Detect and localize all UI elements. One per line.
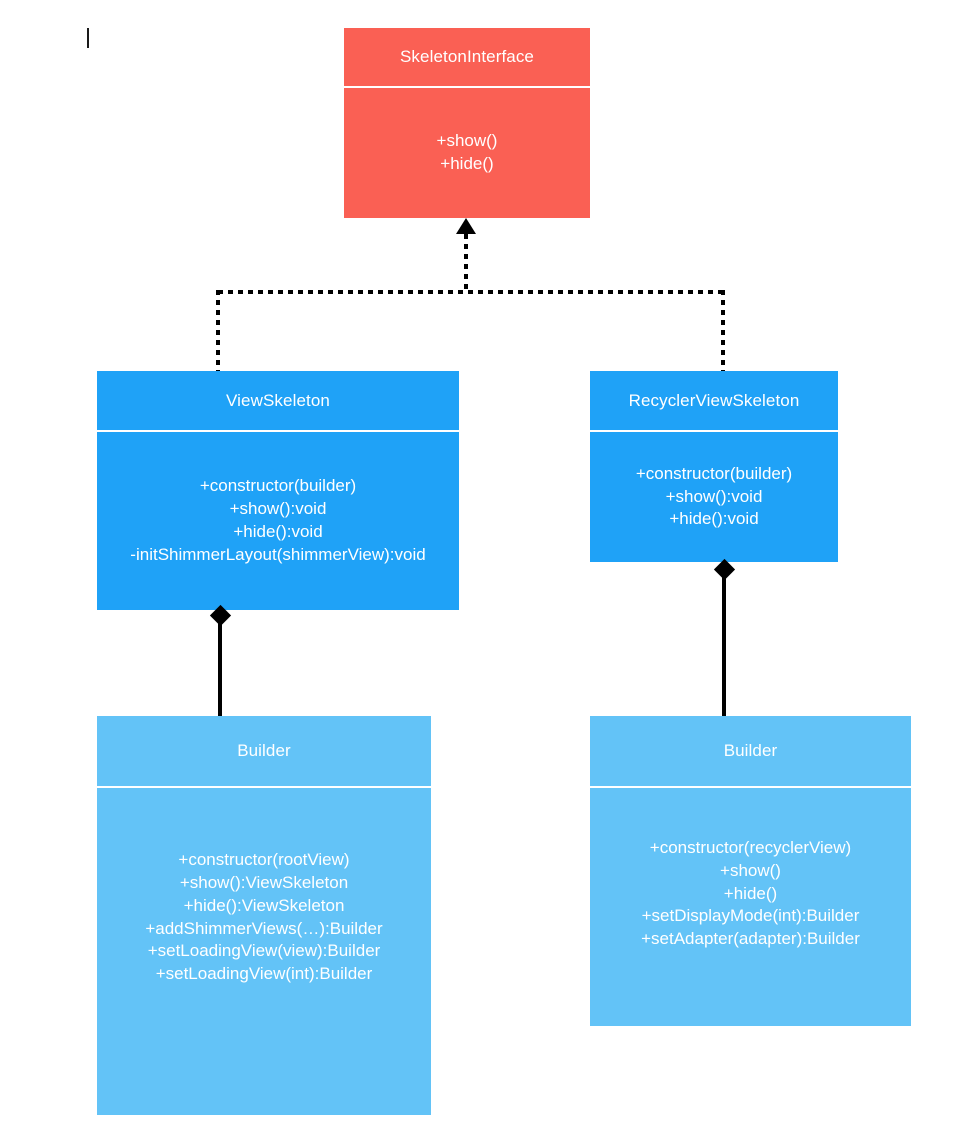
- member: +constructor(recyclerView): [649, 837, 852, 857]
- realization-branch-recycler-view-skeleton: [721, 290, 725, 371]
- class-box-recycler-view-skeleton[interactable]: RecyclerViewSkeleton +constructor(builde…: [590, 371, 838, 562]
- class-members-recycler-view-skeleton: +constructor(builder) +show():void +hide…: [590, 432, 838, 562]
- member: +hide():void: [233, 522, 323, 541]
- member: +show(): [720, 860, 781, 880]
- member: +hide():void: [669, 509, 759, 529]
- realization-stem: [464, 234, 468, 294]
- member: +setLoadingView(int):Builder: [155, 964, 373, 984]
- member: +constructor(rootView): [178, 849, 350, 869]
- member: +setLoadingView(view):Builder: [147, 941, 381, 961]
- class-name-recycler-view-skeleton-builder: Builder: [590, 716, 911, 788]
- member: +setDisplayMode(int):Builder: [641, 906, 860, 926]
- class-name-skeleton-interface: SkeletonInterface: [344, 28, 590, 88]
- member: +show(): [436, 131, 498, 151]
- member: +addShimmerViews(…):Builder: [145, 918, 383, 938]
- class-box-view-skeleton-builder[interactable]: Builder +constructor(rootView) +show():V…: [97, 716, 431, 1115]
- text-caret: [87, 28, 89, 48]
- class-name-recycler-view-skeleton: RecyclerViewSkeleton: [590, 371, 838, 432]
- class-box-skeleton-interface[interactable]: SkeletonInterface +show() +hide(): [344, 28, 590, 218]
- class-box-recycler-view-skeleton-builder[interactable]: Builder +constructor(recyclerView) +show…: [590, 716, 911, 1026]
- realization-arrowhead-icon: [456, 218, 476, 234]
- realization-junction-bar: [218, 290, 725, 294]
- class-members-skeleton-interface: +show() +hide(): [344, 88, 590, 218]
- member: +show():void: [665, 486, 763, 506]
- member: -initShimmerLayout(shimmerView):void: [130, 544, 426, 564]
- class-box-view-skeleton[interactable]: ViewSkeleton +constructor(builder) +show…: [97, 371, 459, 610]
- composition-diamond-icon: [713, 558, 736, 581]
- composition-line-view-skeleton-builder: [218, 612, 222, 716]
- member: +show():ViewSkeleton: [179, 872, 349, 892]
- class-members-view-skeleton: +constructor(builder) +show():void +hide…: [97, 432, 459, 610]
- class-name-view-skeleton-builder: Builder: [97, 716, 431, 788]
- composition-line-recycler-view-skeleton-builder: [722, 566, 726, 716]
- class-members-recycler-view-skeleton-builder: +constructor(recyclerView) +show() +hide…: [590, 788, 911, 1026]
- member: +hide():ViewSkeleton: [183, 895, 345, 915]
- member: +show():void: [229, 499, 327, 519]
- member: +hide(): [723, 883, 778, 903]
- class-name-view-skeleton: ViewSkeleton: [97, 371, 459, 432]
- member: +hide(): [440, 154, 494, 173]
- class-members-view-skeleton-builder: +constructor(rootView) +show():ViewSkele…: [97, 788, 431, 1115]
- member: +constructor(builder): [635, 463, 793, 483]
- member: +constructor(builder): [199, 476, 357, 496]
- realization-branch-view-skeleton: [216, 290, 220, 371]
- member: +setAdapter(adapter):Builder: [641, 929, 860, 949]
